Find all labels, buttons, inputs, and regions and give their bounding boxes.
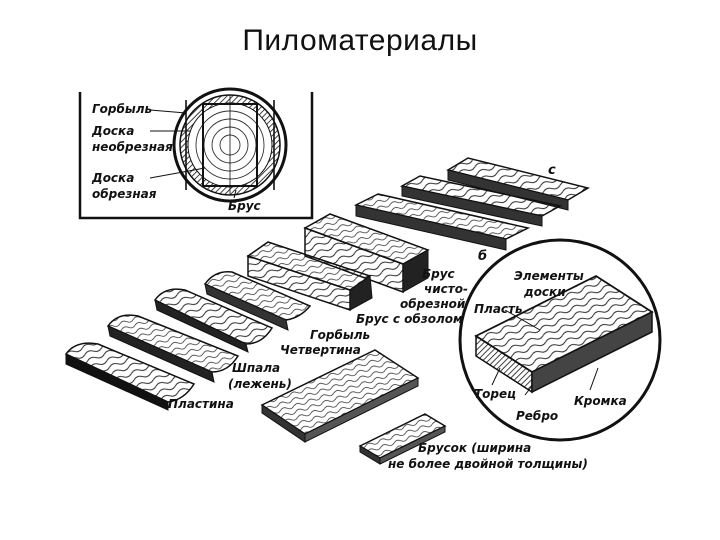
inset-frame xyxy=(78,92,314,220)
label-doska-neobreznaya-2: необрезная xyxy=(92,140,173,154)
large-board xyxy=(260,349,420,443)
label-plast: Пласть xyxy=(474,302,523,316)
label-brus-chisto-1: Брус xyxy=(422,267,455,281)
label-elements-1: Элементы xyxy=(514,269,584,283)
log-section-inset: Горбыль Доска необрезная Доска обрезная … xyxy=(78,87,314,220)
label-brus-inset: Брус xyxy=(228,199,261,213)
brus-s-obzolom xyxy=(246,241,373,312)
label-gorbyl-inset: Горбыль xyxy=(92,102,152,116)
label-kromka: Кромка xyxy=(574,394,627,408)
board-elements-inset xyxy=(458,238,662,442)
label-rebro: Ребро xyxy=(516,409,558,423)
board-b xyxy=(399,175,563,227)
label-shpala-1: Шпала xyxy=(232,361,280,375)
label-gorbyl: Горбыль xyxy=(310,328,370,342)
gorbyl-piece xyxy=(203,271,312,331)
label-brus-chisto-2: чисто- xyxy=(424,282,468,296)
board-a xyxy=(353,193,531,251)
label-doska-obreznaya-2: обрезная xyxy=(92,187,157,201)
label-elements-2: доски xyxy=(523,285,566,299)
plastina-piece xyxy=(64,342,196,411)
board-c xyxy=(446,157,590,211)
label-doska-obreznaya-1: Доска xyxy=(91,171,134,185)
label-doska-neobreznaya-1: Доска xyxy=(91,124,134,138)
brusok-piece xyxy=(358,413,447,465)
shpala-piece xyxy=(106,314,240,383)
label-brus-chisto-3: обрезной xyxy=(400,297,466,311)
label-brusok-1: Брусок (ширина xyxy=(418,441,531,455)
slide-title: Пиломатериалы xyxy=(242,24,478,57)
label-shpala-2: (лежень) xyxy=(228,377,292,391)
label-plastina: Пластина xyxy=(168,397,234,411)
label-b: б xyxy=(478,249,487,264)
chetvertina-piece xyxy=(153,288,274,353)
label-brus-obzol: Брус с обзолом xyxy=(356,312,463,326)
label-c: с xyxy=(548,163,556,178)
label-chetvertina: Четвертина xyxy=(280,343,361,357)
brus-chisto-obreznoy xyxy=(303,213,430,294)
log-cross-section xyxy=(172,87,288,203)
label-torec: Торец xyxy=(474,387,516,401)
label-brusok-2: не более двойной толщины) xyxy=(388,457,588,471)
